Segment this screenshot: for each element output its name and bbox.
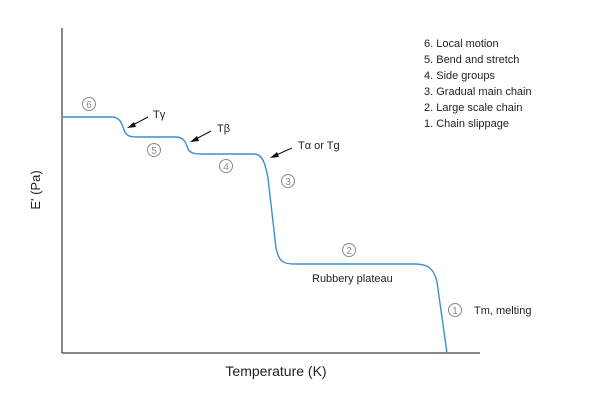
legend-item-6: 6. Local motion xyxy=(424,38,499,50)
region-marker-6: 6 xyxy=(82,97,96,111)
region-marker-2: 2 xyxy=(342,243,356,257)
t-beta-label: Tβ xyxy=(217,123,230,135)
storage-modulus-curve xyxy=(62,116,448,354)
t-gamma-label: Tγ xyxy=(153,109,166,121)
t-alpha-arrow xyxy=(270,147,293,158)
region-marker-3: 3 xyxy=(281,174,295,188)
legend-item-3: 3. Gradual main chain xyxy=(424,86,532,98)
region-marker-1: 1 xyxy=(448,303,462,317)
t-alpha-label: Tα or Tg xyxy=(298,140,340,152)
legend: 6. Local motion 5. Bend and stretch 4. S… xyxy=(424,38,532,130)
t-beta-arrow xyxy=(190,130,212,142)
legend-item-2: 2. Large scale chain xyxy=(424,102,522,114)
x-axis-label: Temperature (K) xyxy=(225,363,326,379)
region-marker-4: 4 xyxy=(219,159,233,173)
svg-text:3: 3 xyxy=(285,177,291,188)
legend-item-5: 5. Bend and stretch xyxy=(424,54,519,66)
svg-text:4: 4 xyxy=(223,162,229,173)
svg-text:2: 2 xyxy=(346,246,352,257)
svg-text:5: 5 xyxy=(151,146,157,157)
rubbery-plateau-label: Rubbery plateau xyxy=(312,273,393,285)
y-axis-label: E' (Pa) xyxy=(28,170,43,209)
svg-text:1: 1 xyxy=(452,306,458,317)
legend-item-1: 1. Chain slippage xyxy=(424,118,509,130)
region-marker-5: 5 xyxy=(147,143,161,157)
legend-item-4: 4. Side groups xyxy=(424,70,495,82)
svg-text:6: 6 xyxy=(86,100,92,111)
melting-label: Tm, melting xyxy=(474,305,531,317)
t-gamma-arrow xyxy=(127,116,149,128)
